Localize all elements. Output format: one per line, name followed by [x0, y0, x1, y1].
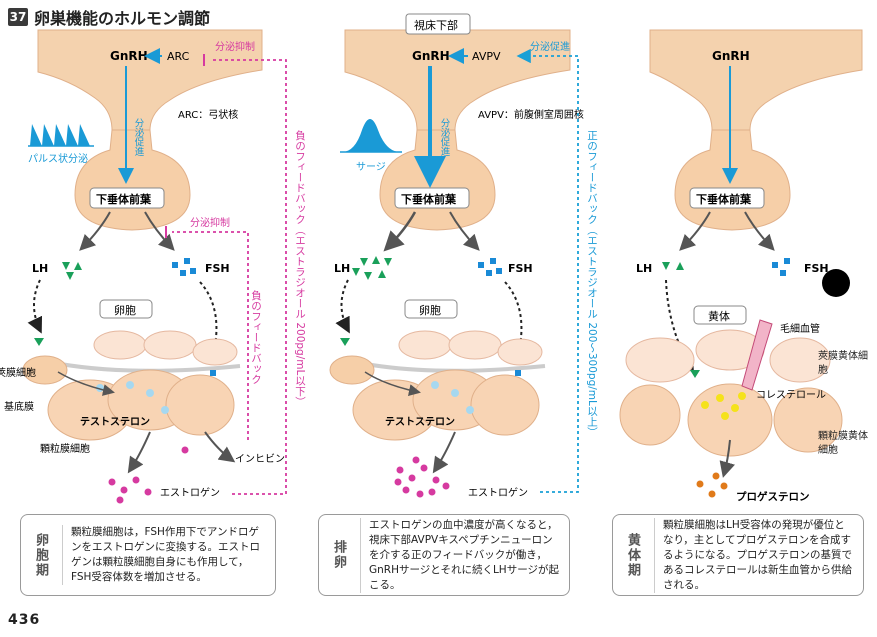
phase-description: エストロゲンの血中濃度が高くなると，視床下部AVPVキスペプチンニューロンを介す… — [360, 517, 559, 593]
section-number-badge: 37 — [8, 8, 28, 26]
luteal-cells — [619, 319, 843, 457]
redaction-dot — [822, 269, 850, 297]
granulosa-label: 顆粒膜細胞 — [40, 442, 90, 455]
follicle-cells — [329, 330, 546, 441]
lh-label: LH — [32, 262, 48, 275]
theca-to-granulosa-arrow — [57, 371, 115, 396]
follicle-label: 卵胞 — [114, 304, 136, 317]
feedback-long-text: 正のフィードバック（エストラジオール 200～300pg/mL以上） — [586, 130, 598, 437]
fsh-label: FSH — [508, 262, 533, 275]
lh-arrow — [679, 211, 711, 251]
surge-label: サージ — [356, 161, 386, 173]
follicle-cells — [22, 330, 241, 441]
phase-description: 顆粒膜細胞はLH受容体の発現が優位となり，主としてプロゲステロンを合成するように… — [654, 517, 853, 593]
follicle-label: 卵胞 — [419, 304, 441, 317]
granulosa-lutein-label: 顆粒膜黄体細胞 — [818, 431, 868, 456]
nucleus-note: ARC：弓状核 — [178, 108, 238, 121]
estrogen-particles — [394, 456, 450, 498]
lh-arrow — [383, 211, 417, 252]
theca-lutein-label: 莢膜黄体細胞 — [818, 351, 868, 376]
follicular-phase-box: 卵胞期 顆粒膜細胞は，FSH作用下でアンドロゲンをエストロゲンに変換する。エスト… — [20, 514, 276, 596]
lh-arrow — [79, 211, 111, 251]
feedback-top-label: 分泌促進 — [530, 40, 570, 53]
corpus-luteum-label: 黄体 — [708, 309, 730, 323]
gnrh-label: GnRH — [110, 49, 148, 63]
pituitary-label: 下垂体前葉 — [696, 192, 752, 206]
fsh-particles — [478, 258, 502, 276]
estrogen-particles — [108, 446, 189, 504]
cholesterol-label: コレステロール — [756, 390, 826, 401]
ovulation-phase-box: 排卵 エストロゲンの血中濃度が高くなると，視床下部AVPVキスペプチンニューロン… — [318, 514, 570, 596]
theca-label: 莢膜細胞 — [0, 366, 36, 379]
fsh-arrow — [449, 211, 480, 251]
feedback-short-line — [172, 231, 249, 440]
pulse-icon — [28, 124, 94, 147]
phase-label: 卵胞期 — [33, 532, 48, 578]
fsh-arrow — [144, 211, 175, 251]
estrogen-arrow — [127, 431, 151, 474]
panel-ovulation: 視床下部 GnRH AVPV AVPV：前腹側室周囲核 分泌促進 サージ 下垂体… — [329, 13, 598, 499]
secretion-promote-label: 分泌促進 — [133, 118, 145, 157]
lh-particles — [662, 262, 684, 270]
testosterone-label: テストステロン — [80, 416, 150, 428]
estrogen-label: エストロゲン — [160, 487, 220, 499]
feedback-short-text: 負のフィードバック — [250, 290, 262, 385]
feedback-top-label: 分泌抑制 — [215, 40, 255, 53]
surge-icon — [342, 119, 400, 152]
hypothalamus-label: 視床下部 — [414, 18, 458, 32]
pulse-label: パルス状分泌 — [28, 152, 88, 165]
fsh-particles — [772, 258, 790, 276]
lh-label: LH — [334, 262, 350, 275]
pituitary-label: 下垂体前葉 — [401, 192, 457, 206]
nucleus-label: ARC — [167, 50, 190, 63]
fsh-particles — [172, 258, 196, 276]
positive-feedback-line — [516, 48, 579, 493]
panel-follicular: GnRH ARC ARC：弓状核 分泌促進 パルス状分泌 下垂体前葉 LH FS… — [0, 29, 306, 504]
estrogen-arrow — [432, 431, 456, 474]
nucleus-label: AVPV — [472, 50, 501, 63]
capillary-label: 毛細血管 — [780, 322, 820, 335]
fsh-label: FSH — [205, 262, 230, 275]
progesterone-particles — [696, 472, 728, 498]
testosterone-label: テストステロン — [385, 416, 455, 428]
nucleus-note: AVPV：前腹側室周囲核 — [478, 108, 584, 121]
header: 37 卵巣機能のホルモン調節 — [8, 6, 210, 28]
panel-luteal: GnRH 下垂体前葉 LH FSH 黄体 毛細血管 莢 — [619, 29, 868, 503]
basement-membrane-label: 基底膜 — [4, 400, 34, 413]
lh-dotted-arrow — [335, 279, 350, 334]
lh-dotted-arrow — [27, 279, 43, 334]
feedback-long-text: 負のフィードバック（エストラジオール 200pg/mL以下） — [294, 130, 306, 407]
pituitary-label: 下垂体前葉 — [96, 192, 152, 206]
phase-description: 顆粒膜細胞は，FSH作用下でアンドロゲンをエストロゲンに変換する。エストロゲンは… — [62, 525, 265, 585]
luteal-phase-box: 黄体期 顆粒膜細胞はLH受容体の発現が優位となり，主としてプロゲステロンを合成す… — [612, 514, 864, 596]
page-title: 卵巣機能のホルモン調節 — [34, 9, 211, 28]
feedback-long-line — [210, 59, 287, 495]
estrogen-label: エストロゲン — [468, 487, 528, 499]
secretion-promote-label: 分泌促進 — [439, 118, 451, 157]
gnrh-label: GnRH — [712, 49, 750, 63]
inhibin-arrow — [204, 431, 236, 463]
lh-particles — [352, 256, 392, 280]
lh-label: LH — [636, 262, 652, 275]
feedback-mid-label: 分泌抑制 — [190, 216, 230, 229]
page-number: 436 — [8, 612, 41, 628]
phase-label: 排卵 — [331, 540, 346, 570]
theca-to-granulosa-arrow — [364, 371, 421, 397]
phase-label: 黄体期 — [625, 532, 640, 578]
fsh-arrow — [744, 211, 775, 251]
inhibin-label: インヒビン — [235, 453, 285, 465]
lh-particles — [62, 262, 82, 280]
progesterone-arrow — [719, 439, 735, 478]
fsh-label: FSH — [804, 262, 829, 275]
progesterone-label: プロゲステロン — [736, 490, 810, 503]
gnrh-label: GnRH — [412, 49, 450, 63]
